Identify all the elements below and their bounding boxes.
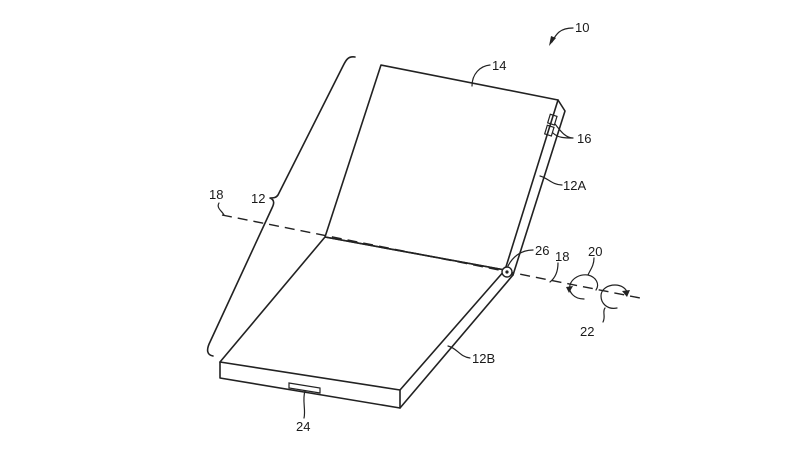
- leader-line-22: [602, 307, 606, 323]
- leader-line-12B: [447, 345, 471, 359]
- leader-line-18-left: [217, 202, 225, 216]
- rotation-arrows: [566, 274, 630, 309]
- arrowhead-22-icon: [622, 290, 630, 297]
- arrowhead-20-icon: [566, 286, 573, 293]
- leader-line-12A: [539, 175, 563, 186]
- bracket-12: [206, 56, 356, 357]
- arrowhead-icon: [549, 36, 556, 46]
- button-upper: [546, 113, 558, 126]
- lower-panel: [219, 236, 514, 409]
- label-18-right: 18: [555, 249, 569, 264]
- label-14: 14: [492, 58, 506, 73]
- label-12B: 12B: [472, 351, 495, 366]
- device-label-group: 10: [549, 20, 589, 46]
- rotation-arrow-22: [600, 284, 628, 309]
- label-12A: 12A: [563, 178, 586, 193]
- label-20: 20: [588, 244, 602, 259]
- leader-line-16: [552, 123, 574, 139]
- hinge: [501, 266, 513, 278]
- leader-line-18-right: [549, 262, 559, 283]
- lower-panel-front-edge: [219, 361, 401, 409]
- port-24: [288, 382, 321, 394]
- label-10: 10: [575, 20, 589, 35]
- label-26: 26: [535, 243, 549, 258]
- leader-line-24: [303, 390, 306, 419]
- upper-panel-face: [324, 64, 559, 271]
- lower-panel-face: [219, 236, 506, 391]
- button-lower: [543, 124, 555, 137]
- leader-line-26: [507, 249, 534, 267]
- leader-line-14: [471, 64, 491, 87]
- hinge-center: [505, 270, 509, 274]
- rotation-arrow-20: [569, 274, 599, 300]
- leader-line-20: [587, 257, 595, 276]
- label-22: 22: [580, 324, 594, 339]
- label-12: 12: [251, 191, 265, 206]
- leader-line-10: [551, 27, 574, 43]
- label-24: 24: [296, 419, 310, 434]
- lower-panel-side-edge: [399, 269, 514, 409]
- label-18-left: 18: [209, 187, 223, 202]
- label-16: 16: [577, 131, 591, 146]
